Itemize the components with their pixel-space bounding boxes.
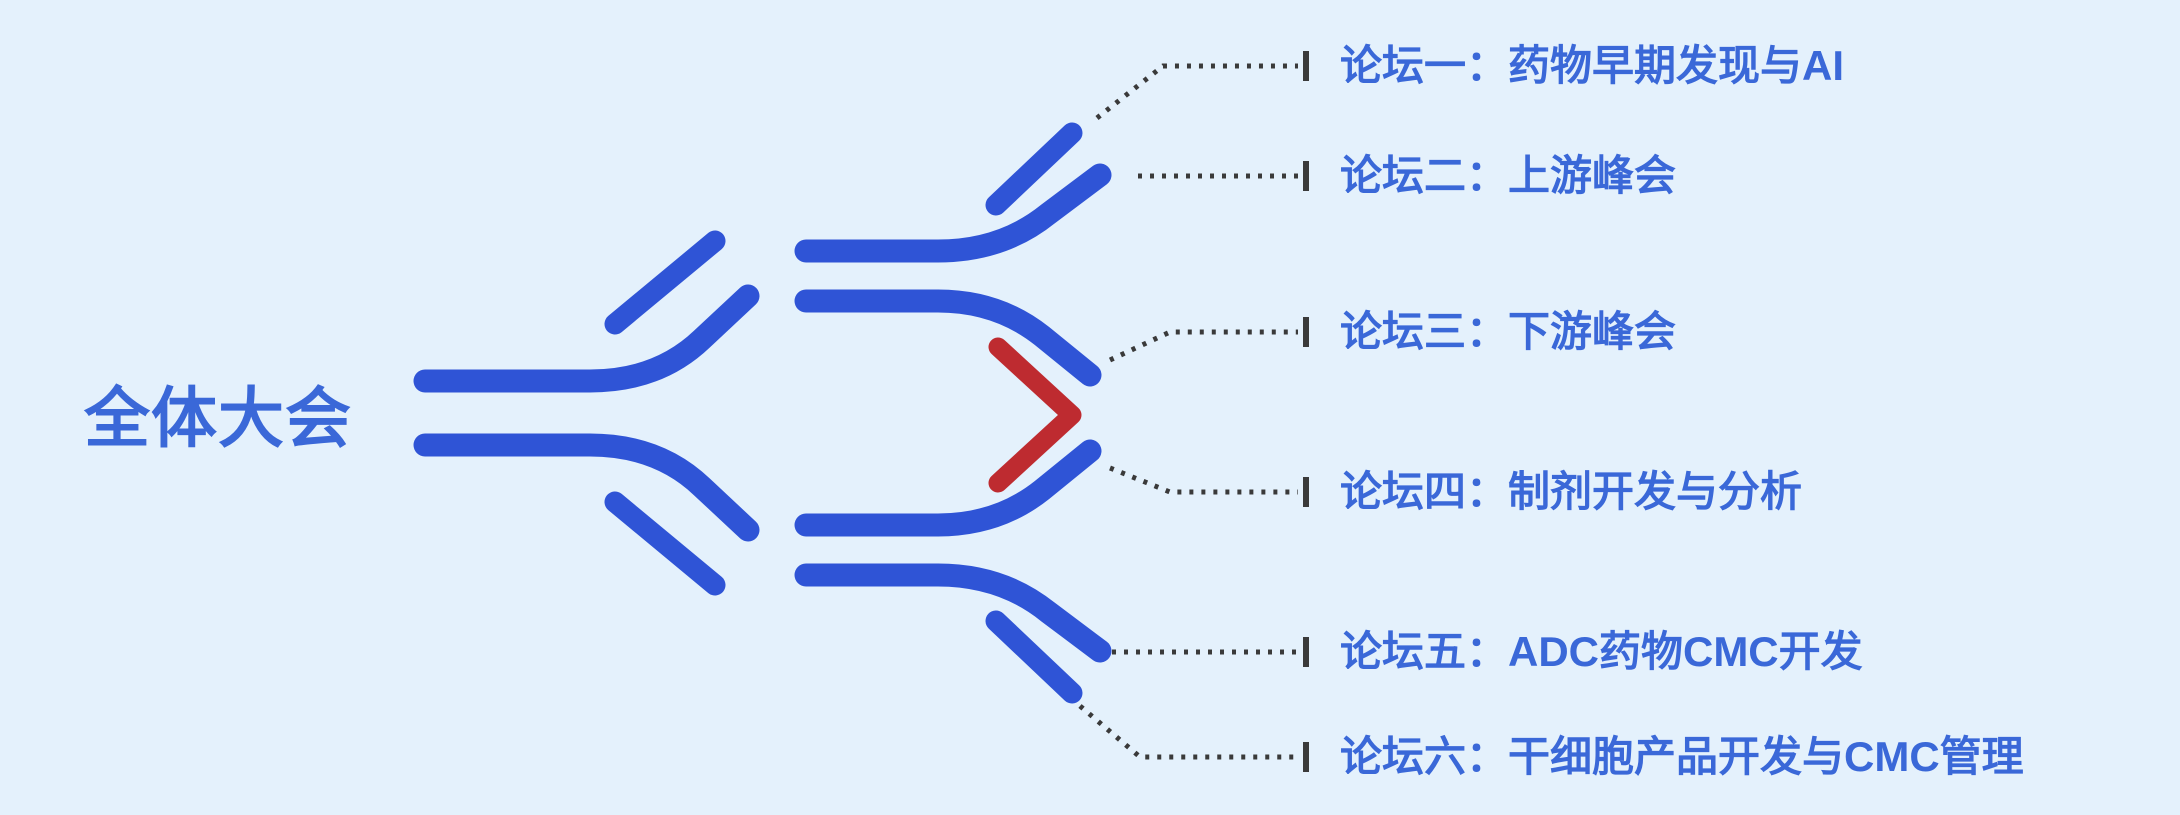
plenary-heavy-chain-upper [413, 284, 760, 393]
upper-branch-heavy-chain-top [794, 163, 1112, 263]
forum-label-1: 论坛一：药物早期发现与AI [1340, 41, 1845, 89]
plenary-light-chain-upper [604, 230, 726, 335]
lower-branch-antibody-icon [794, 439, 1112, 704]
connector-dotted-forum-1 [1095, 63, 1298, 120]
red-chevron-icon [988, 337, 1082, 493]
connector-lines [1078, 51, 1309, 772]
lower-branch-heavy-chain-bottom [794, 563, 1112, 663]
plenary-light-chain-lower [604, 491, 726, 596]
upper-branch-antibody-icon [794, 122, 1112, 387]
forum-label-2: 论坛二：上游峰会 [1340, 151, 1677, 199]
forum-label-6: 论坛六：干细胞产品开发与CMC管理 [1340, 732, 2024, 780]
plenary-heavy-chain-lower [413, 433, 760, 542]
forum-label-5: 论坛五：ADC药物CMC开发 [1340, 627, 1863, 675]
connector-dotted-forum-3 [1108, 329, 1298, 363]
lower-branch-light-chain [985, 610, 1083, 704]
upper-branch-heavy-chain-bottom [794, 289, 1102, 387]
connector-dotted-forum-6 [1078, 704, 1298, 760]
forum-label-3: 论坛三：下游峰会 [1340, 307, 1677, 355]
lower-branch-heavy-chain-top [794, 439, 1102, 537]
plenary-antibody-icon [413, 230, 760, 596]
connector-dotted-forum-4 [1109, 465, 1298, 495]
plenary-session-title: 全体大会 [84, 381, 352, 456]
forum-label-4: 论坛四：制剂开发与分析 [1340, 467, 1803, 515]
upper-branch-light-chain [985, 122, 1083, 216]
